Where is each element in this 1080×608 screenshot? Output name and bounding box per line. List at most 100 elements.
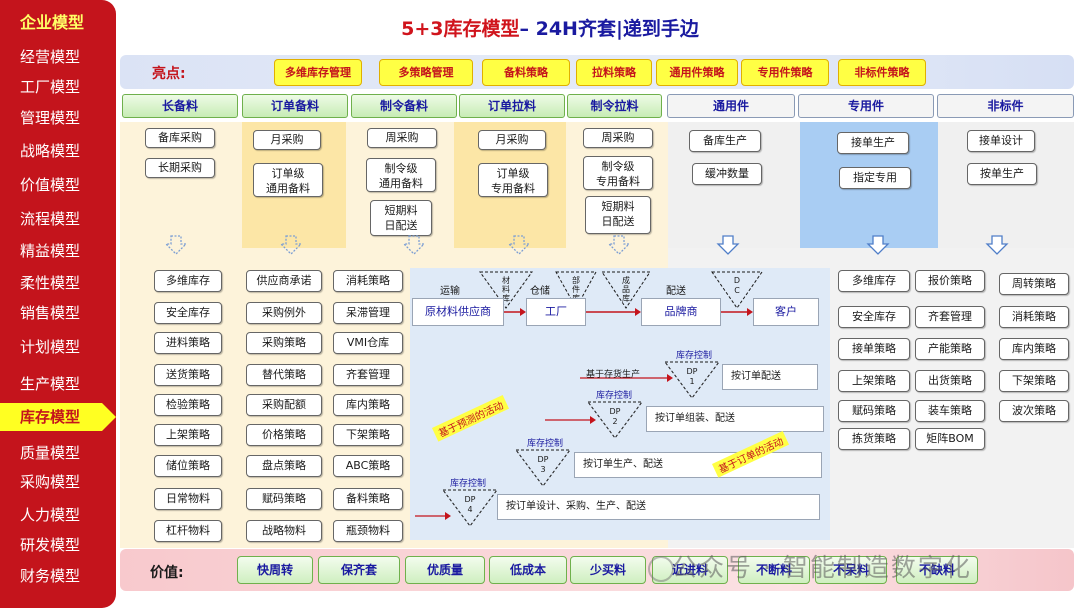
sidebar-item-4[interactable]: 管理模型: [20, 109, 81, 127]
dp1-left-label: 基于存货生产: [586, 370, 641, 380]
sidebar-item-10[interactable]: 销售模型: [20, 304, 81, 322]
left-list-1-1: 多维库存: [154, 270, 222, 292]
page-title: 5+3库存模型– 24H齐套|递到手边: [300, 14, 800, 41]
flow-arrow-head-3: [747, 308, 753, 316]
left-list-2-1: 供应商承诺: [246, 270, 322, 292]
column-header-5: 制令拉料: [567, 94, 662, 118]
sidebar-item-9[interactable]: 柔性模型: [20, 274, 81, 292]
right-list-2-1: 报价策略: [915, 270, 985, 292]
right-list-2-3: 产能策略: [915, 338, 985, 360]
value-label: 价值:: [150, 565, 184, 581]
dp-triangle-1: [664, 361, 720, 399]
title-part1: 5+3库存模型: [401, 18, 520, 40]
down-arrow-icon-5: [607, 235, 631, 255]
sidebar-item-1[interactable]: 企业模型: [20, 13, 85, 32]
highlight-item-5: 通用件策略: [656, 59, 738, 86]
top-node-c3-1: 周采购: [367, 128, 437, 148]
right-list-1-2: 安全库存: [838, 306, 910, 328]
sidebar-item-3[interactable]: 工厂模型: [20, 78, 81, 96]
dp-box-2: 按订单组装、配送: [646, 406, 824, 432]
sidebar-item-16[interactable]: 人力模型: [20, 506, 81, 524]
left-list-2-8: 赋码策略: [246, 488, 322, 510]
left-list-2-3: 采购策略: [246, 332, 322, 354]
right-list-3-5: 波次策略: [999, 400, 1069, 422]
right-list-1-5: 赋码策略: [838, 400, 910, 422]
left-list-1-9: 杠杆物料: [154, 520, 222, 542]
column-header-6: 通用件: [667, 94, 795, 118]
value-item-8: 不呆料: [815, 556, 887, 584]
storage-triangle-4: [711, 271, 763, 309]
left-list-1-6: 上架策略: [154, 424, 222, 446]
left-list-2-9: 战略物料: [246, 520, 322, 542]
top-node-c6-2: 缓冲数量: [692, 163, 762, 185]
top-node-c6-1: 备库生产: [689, 130, 761, 152]
sidebar-item-14[interactable]: 质量模型: [20, 444, 81, 462]
top-node-c4-2: 订单级专用备料: [478, 163, 548, 197]
sidebar-item-12[interactable]: 生产模型: [20, 375, 81, 393]
dp-control-label-3: 库存控制: [527, 439, 564, 449]
flow-box-3: 品牌商: [641, 298, 721, 326]
sidebar-item-2[interactable]: 经营模型: [20, 48, 81, 66]
storage-triangle-label-3: 成品库: [622, 275, 630, 303]
sidebar-item-8[interactable]: 精益模型: [20, 242, 81, 260]
sidebar-item-11[interactable]: 计划模型: [20, 338, 81, 356]
highlight-item-4: 拉料策略: [576, 59, 652, 86]
left-list-3-5: 库内策略: [333, 394, 403, 416]
storage-triangle-3: [601, 271, 651, 309]
sidebar-item-17[interactable]: 研发模型: [20, 536, 81, 554]
left-list-2-2: 采购例外: [246, 302, 322, 324]
highlight-item-6: 专用件策略: [741, 59, 829, 86]
left-list-3-2: 呆滞管理: [333, 302, 403, 324]
top-node-c7-1: 接单生产: [837, 132, 909, 154]
left-list-1-3: 进料策略: [154, 332, 222, 354]
flow-box-4: 客户: [753, 298, 819, 326]
left-list-3-4: 齐套管理: [333, 364, 403, 386]
flow-box-2: 工厂: [526, 298, 586, 326]
value-item-9: 不缺料: [896, 556, 978, 584]
watermark: 公众号 · 智能制造数字化: [672, 553, 972, 582]
right-list-2-5: 装车策略: [915, 400, 985, 422]
left-list-1-5: 检验策略: [154, 394, 222, 416]
value-item-5: 少买料: [570, 556, 646, 584]
column-header-3: 制令备料: [351, 94, 457, 118]
highlight-item-2: 多策略管理: [379, 59, 473, 86]
highlight-item-3: 备料策略: [482, 59, 570, 86]
sidebar-item-6[interactable]: 价值模型: [20, 176, 81, 194]
top-node-c5-2: 制令级专用备料: [583, 156, 653, 190]
down-arrow-icon-6: [716, 235, 740, 255]
left-list-3-6: 下架策略: [333, 424, 403, 446]
down-arrow-icon-8: [985, 235, 1009, 255]
storage-triangle-2: [555, 271, 597, 310]
sidebar-item-18[interactable]: 财务模型: [20, 567, 81, 585]
right-list-1-4: 上架策略: [838, 370, 910, 392]
dp-control-label-2: 库存控制: [596, 391, 633, 401]
value-item-1: 快周转: [237, 556, 313, 584]
sidebar-item-5[interactable]: 战略模型: [20, 142, 81, 160]
sidebar-item-7[interactable]: 流程模型: [20, 210, 81, 228]
value-item-2: 保齐套: [318, 556, 400, 584]
right-list-1-6: 拣货策略: [838, 428, 910, 450]
left-list-2-7: 盘点策略: [246, 455, 322, 477]
sidebar: [0, 0, 116, 608]
right-list-3-2: 消耗策略: [999, 306, 1069, 328]
highlight-item-1: 多维库存管理: [274, 59, 362, 86]
dp-triangle-3: [515, 449, 571, 487]
sidebar-item-15[interactable]: 采购模型: [20, 473, 81, 491]
dp-control-label-1: 库存控制: [676, 351, 713, 361]
watermark-logo-icon: [648, 556, 674, 582]
left-list-1-4: 送货策略: [154, 364, 222, 386]
column-header-2: 订单备料: [242, 94, 348, 118]
left-list-3-3: VMI仓库: [333, 332, 403, 354]
value-item-4: 低成本: [489, 556, 567, 584]
sidebar-item-13[interactable]: 库存模型: [0, 403, 116, 431]
storage-triangle-1: [479, 271, 533, 309]
top-node-c1-2: 长期采购: [145, 158, 215, 178]
dp-arrow-head-1: [667, 374, 673, 382]
